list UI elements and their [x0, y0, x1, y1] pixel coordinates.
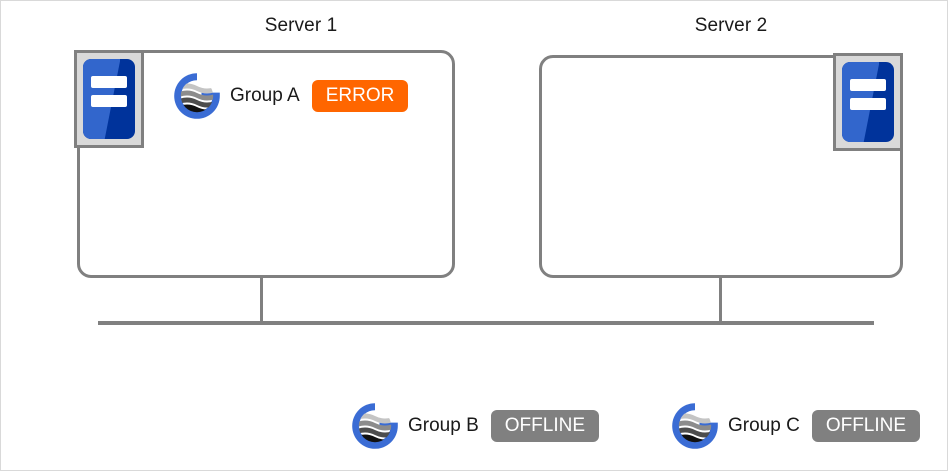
server-2-title: Server 2	[694, 15, 768, 36]
server-1-title: Server 1	[264, 15, 338, 36]
group-b-status-badge[interactable]: OFFLINE	[490, 410, 599, 442]
server-chassis	[842, 62, 894, 142]
server-chassis	[83, 59, 135, 139]
server-slot-bar	[91, 75, 127, 88]
server-rack-icon[interactable]	[74, 50, 144, 148]
server-slot-bar	[850, 98, 886, 110]
connector-line-server-2	[719, 276, 722, 324]
group-globe-icon	[669, 400, 721, 452]
server-rack-icon[interactable]	[833, 53, 903, 151]
group-globe-icon	[171, 70, 223, 122]
connector-bus-line	[98, 321, 874, 325]
group-c-label: Group C	[728, 415, 800, 436]
group-row-group-c[interactable]: Group C OFFLINE	[669, 400, 921, 452]
group-b-label: Group B	[408, 415, 479, 436]
group-globe-icon	[349, 400, 401, 452]
server-slot-bar	[850, 78, 886, 91]
group-row-group-b[interactable]: Group B OFFLINE	[349, 400, 599, 452]
server-slot-bar	[91, 95, 127, 107]
group-c-status-badge[interactable]: OFFLINE	[811, 410, 921, 442]
connector-line-server-1	[260, 276, 263, 324]
group-a-label: Group A	[230, 85, 300, 106]
group-row-group-a[interactable]: Group A ERROR	[171, 70, 409, 122]
group-a-status-badge[interactable]: ERROR	[311, 80, 409, 112]
